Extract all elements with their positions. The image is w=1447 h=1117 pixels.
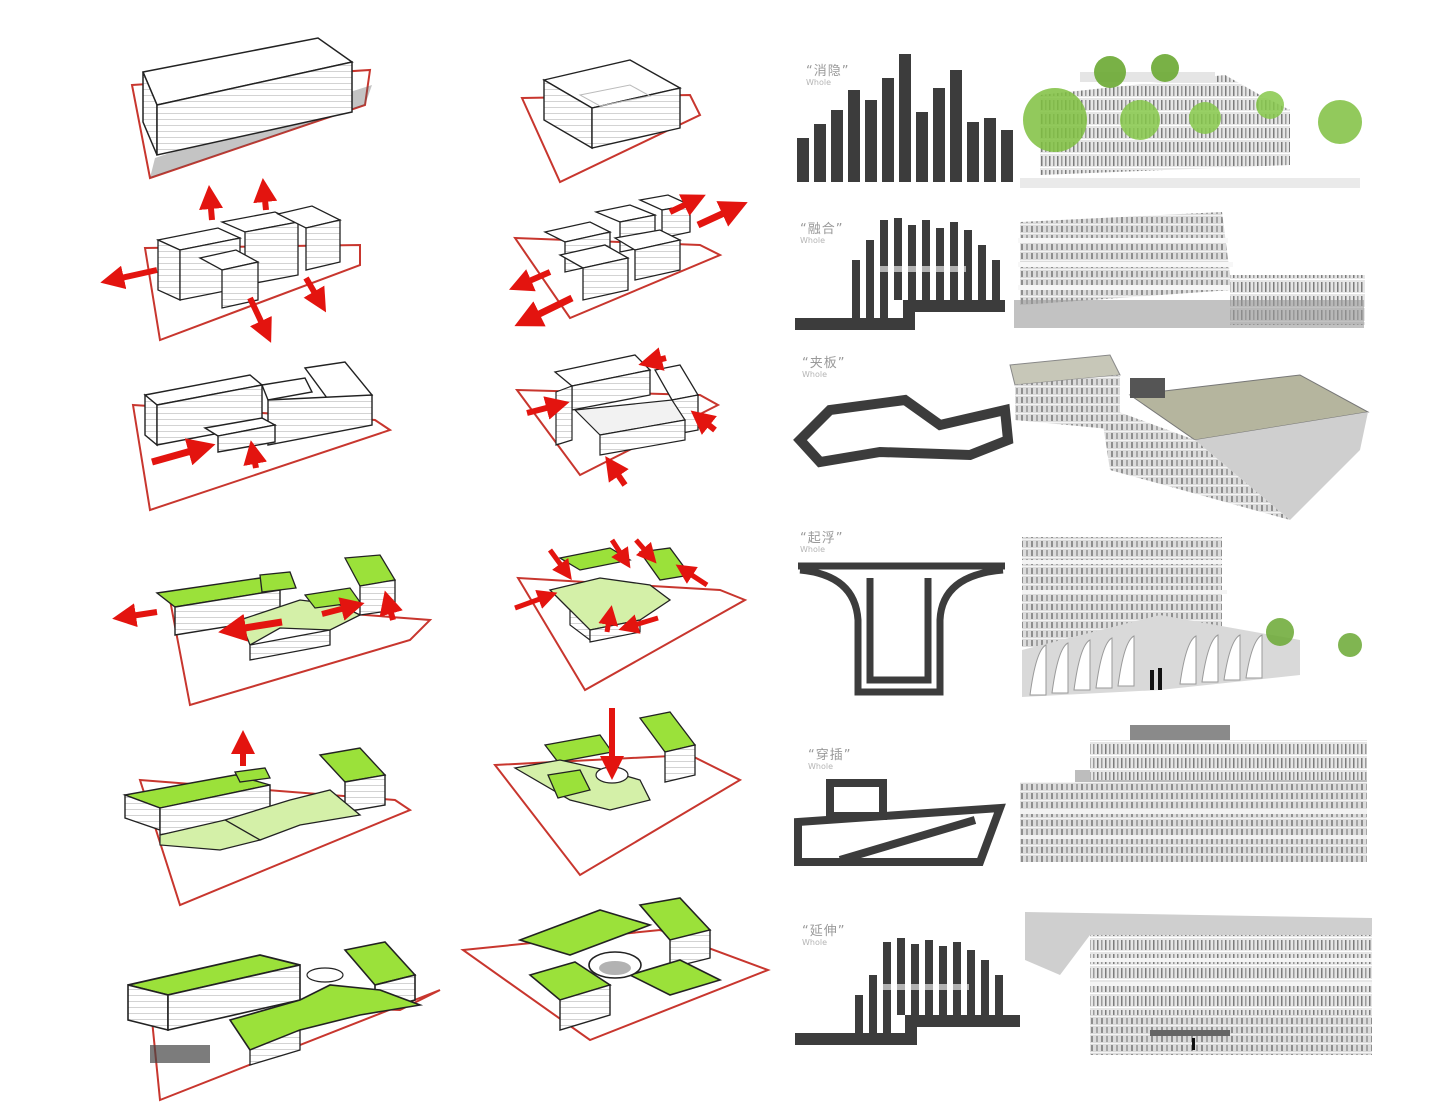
arrow-left <box>508 269 552 292</box>
arrow-down <box>303 276 327 313</box>
col2-step3-massing <box>514 347 721 487</box>
arrow-in <box>690 410 717 435</box>
concept-sub-splint: Whole <box>802 370 828 379</box>
concept-sub-merge: Whole <box>800 236 826 245</box>
concept-label-interpenetrate: “穿插” <box>808 748 852 763</box>
col2-step2-massing <box>508 194 748 327</box>
arrow-left <box>638 347 667 371</box>
col2-step5-massing <box>493 708 743 877</box>
icon-float <box>798 562 1005 696</box>
concept-label-vanish: “消隐” <box>806 64 850 79</box>
concept-label-extend: “延伸” <box>802 924 846 939</box>
render-splint <box>1009 354 1370 520</box>
arrow-left <box>112 603 158 628</box>
col1-step5-massing <box>122 730 413 907</box>
col2-step4-massing <box>514 538 748 692</box>
arrow-up <box>199 185 223 221</box>
col1-step2-massing <box>100 178 361 343</box>
render-interpenetrate <box>1020 725 1367 865</box>
icon-merge <box>795 218 1005 330</box>
concept-label-float: “起浮” <box>800 531 844 546</box>
concept-sub-extend: Whole <box>802 938 828 947</box>
icon-vanish <box>797 54 1013 182</box>
arrow-right <box>526 396 570 420</box>
arrow-left <box>218 613 283 642</box>
arrow-up <box>379 590 403 621</box>
render-vanish <box>1018 54 1363 190</box>
col1-step4-massing <box>112 554 433 707</box>
arrow-down <box>247 296 272 343</box>
arrow-right <box>668 194 706 217</box>
arrow-in <box>605 456 629 487</box>
concept-label-merge: “融合” <box>800 222 844 237</box>
render-float <box>1022 537 1367 697</box>
arrow-left <box>514 294 574 327</box>
arrow-left <box>100 265 158 290</box>
concept-sub-interpenetrate: Whole <box>808 762 834 771</box>
icon-splint <box>793 394 1014 468</box>
concept-sub-float: Whole <box>800 545 826 554</box>
arrow-up <box>253 178 278 211</box>
concept-sub-vanish: Whole <box>806 78 832 87</box>
col1-step3-massing <box>131 361 393 512</box>
icon-extend <box>795 938 1020 1045</box>
arrow-right <box>151 438 216 466</box>
arrow-up <box>243 440 268 469</box>
icon-interpenetrate <box>794 779 1006 866</box>
arrow-right <box>321 597 365 621</box>
render-merge <box>1014 210 1365 328</box>
render-extend <box>1025 912 1372 1057</box>
col1-step6-massing <box>127 941 441 1102</box>
arrow-right <box>696 201 748 229</box>
col2-step1-massing <box>520 59 702 184</box>
col1-step1-massing <box>130 37 372 180</box>
concept-label-splint: “夹板” <box>802 356 846 371</box>
col2-step6-massing <box>460 897 771 1042</box>
